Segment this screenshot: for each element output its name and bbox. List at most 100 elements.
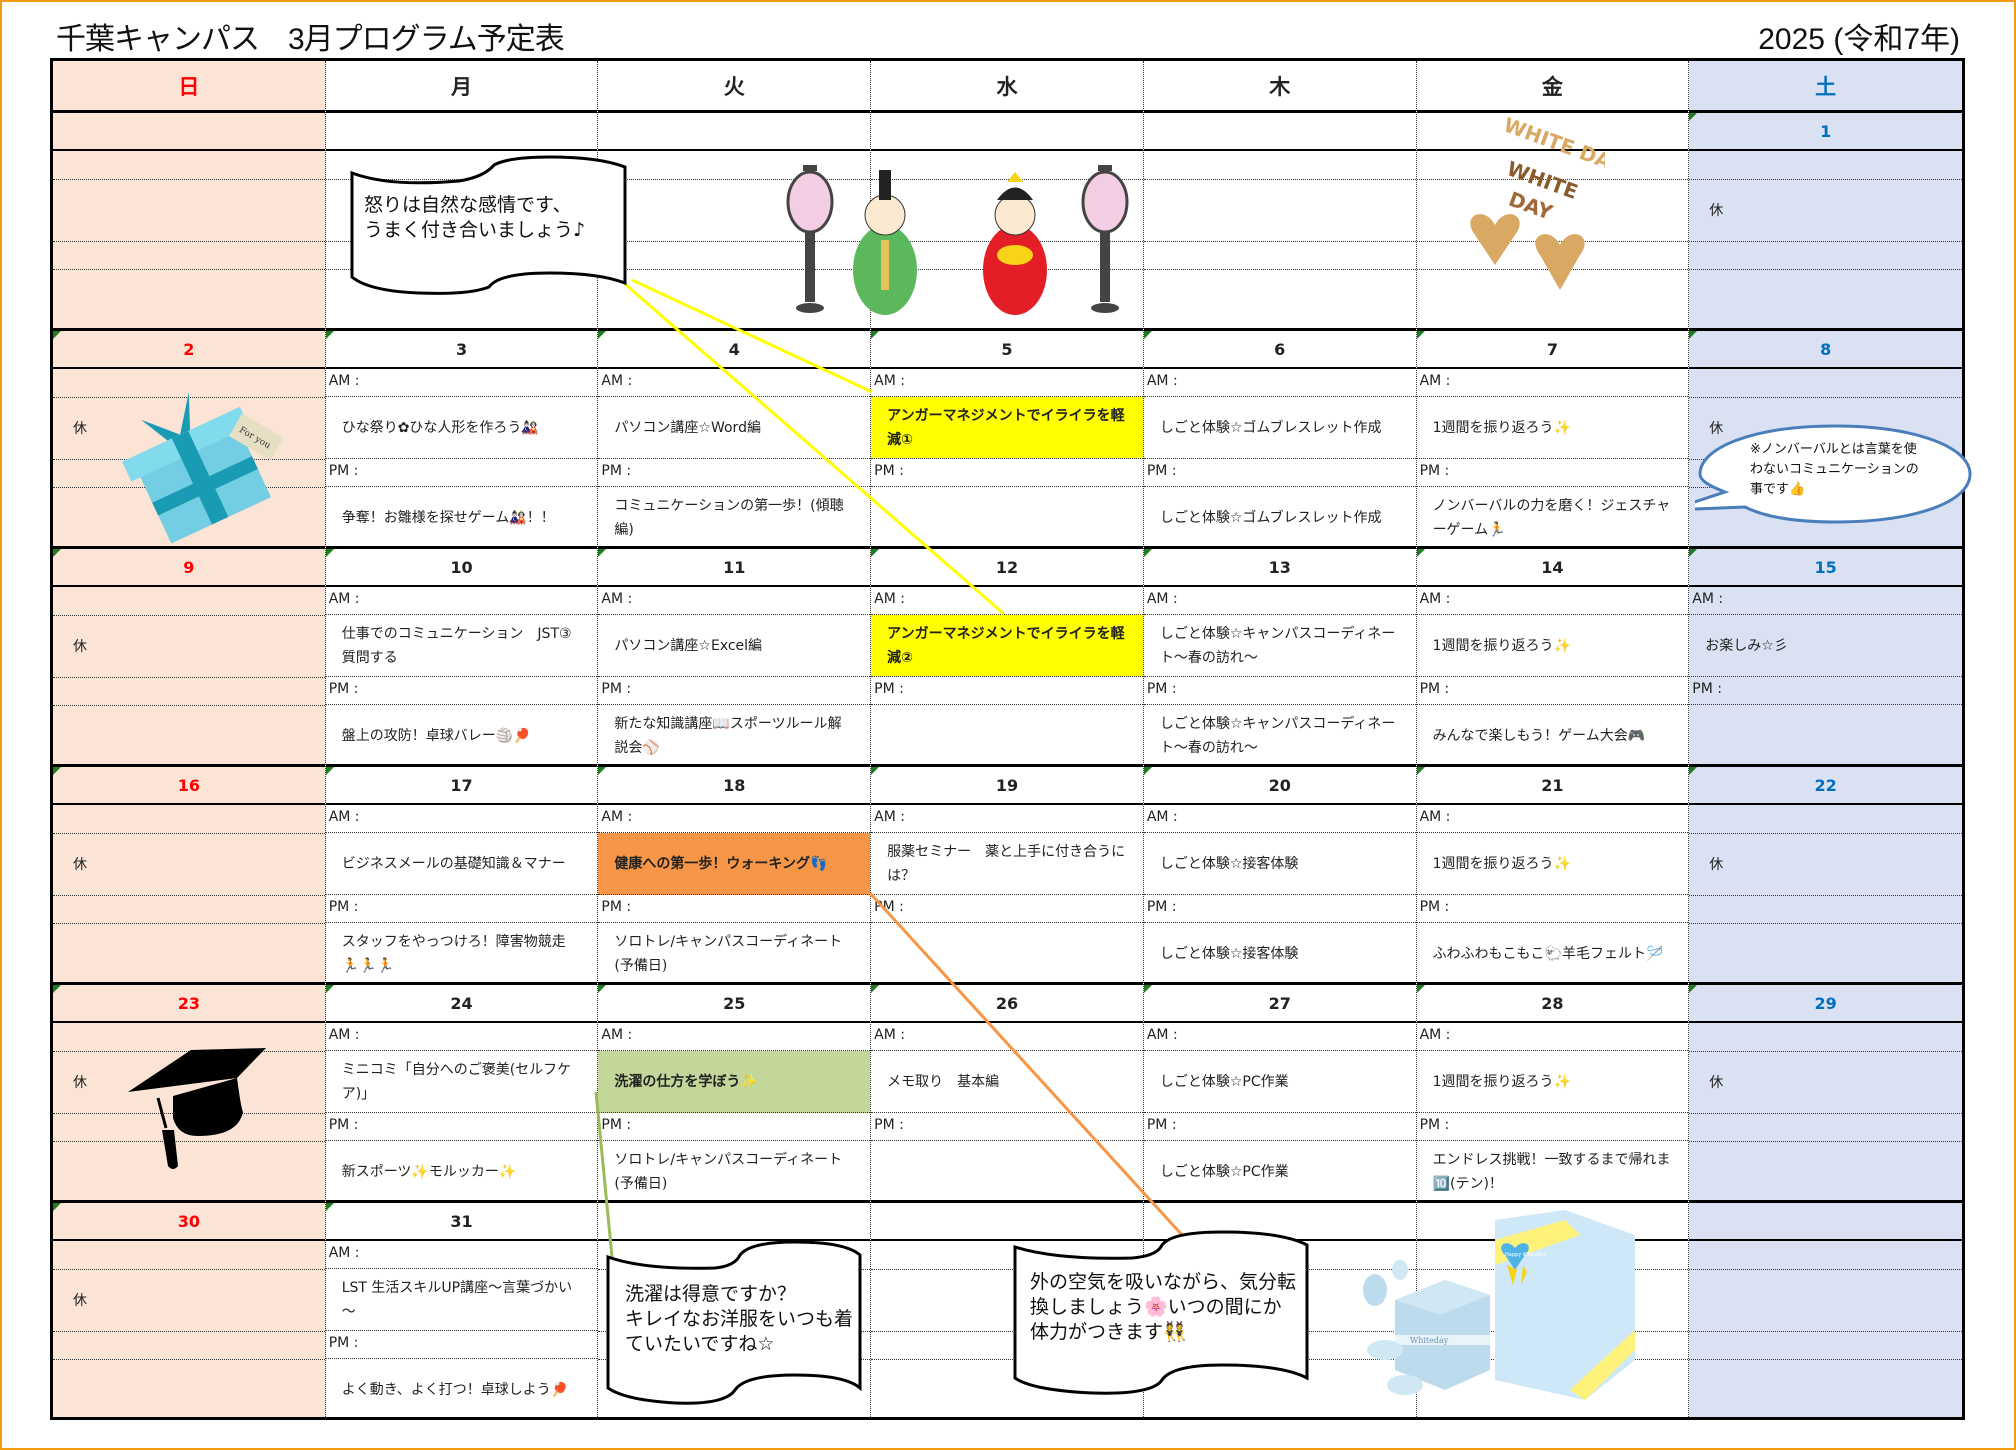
am-program[interactable]: 服薬セミナー 薬と上手に付き合うには？	[871, 833, 1143, 895]
callout-anger-text: 怒りは自然な感情です、 うまく付き合いましょう♪	[364, 194, 586, 241]
pm-program[interactable]: ノンバーバルの力を磨く！ジェスチャーゲーム🏃	[1432, 498, 1671, 538]
am-label: AM :	[871, 587, 1143, 615]
am-program[interactable]: アンガーマネジメントでイライラを軽減①	[871, 397, 1143, 459]
day-cell[interactable]	[598, 113, 871, 331]
am-program[interactable]: 1週間を振り返ろう✨	[1416, 397, 1689, 459]
day-cell[interactable]	[53, 113, 325, 331]
am-program[interactable]: パソコン講座☆Word編	[598, 397, 871, 459]
day-cell[interactable]	[1143, 113, 1416, 331]
date-number	[325, 113, 598, 151]
am-program[interactable]: 健康への第一歩！ウォーキング👣	[598, 833, 871, 895]
svg-text:Happy Whiteday: Happy Whiteday	[1505, 1252, 1546, 1258]
row-divider	[598, 269, 871, 270]
am-program[interactable]: ひな祭り✿ひな人形を作ろう🎎	[325, 397, 598, 459]
date-number: 31	[325, 1203, 598, 1241]
row-divider	[871, 179, 1143, 180]
am-program[interactable]: 1週間を振り返ろう✨	[1416, 1051, 1689, 1113]
am-program[interactable]: LST 生活スキルUP講座～言葉づかい～	[325, 1269, 598, 1331]
am-program[interactable]: しごと体験☆PC作業	[1143, 1051, 1416, 1113]
weekday-header: 水	[871, 61, 1143, 113]
am-program[interactable]: パソコン講座☆Excel編	[598, 615, 871, 677]
pm-program[interactable]: みんなで楽しもう！ゲーム大会🎮	[1432, 728, 1646, 744]
row-divider	[53, 1141, 325, 1142]
am-program[interactable]: 仕事でのコミュニケーション JST③質問する	[325, 615, 598, 677]
connector-walking-18	[868, 891, 1185, 1238]
pm-program[interactable]: スタッフをやっつけろ！障害物競走🏃🏃🏃	[341, 934, 566, 974]
pm-program[interactable]: 争奪！お雛様を探せゲーム🎎！！	[341, 510, 555, 526]
pm-program[interactable]: 新たな知識講座📖スポーツルール解説会⚾	[614, 716, 842, 756]
row-divider	[53, 241, 325, 242]
comment-marker-icon	[1143, 985, 1152, 993]
pm-program[interactable]: しごと体験☆接客体験	[1159, 946, 1299, 962]
pm-label: PM :	[1416, 1113, 1689, 1141]
row-divider	[53, 833, 325, 834]
pm-program[interactable]: エンドレス挑戦！一致するまで帰れま🔟(テン)！	[1432, 1152, 1671, 1192]
pm-program[interactable]: しごと体験☆PC作業	[1159, 1164, 1289, 1180]
pm-program[interactable]: コミュニケーションの第一歩！(傾聴編)	[614, 498, 844, 538]
hina-dolls-illustration	[775, 160, 1135, 320]
pm-program[interactable]: ふわふわもこもこ🐑羊毛フェルト🪡	[1432, 946, 1664, 962]
callout-laundry: 洗濯は得意ですか？ キレイなお洋服をいつも着ていたいですね☆	[605, 1240, 865, 1405]
am-program[interactable]: しごと体験☆キャンパスコーディネート～春の訪れ～	[1143, 615, 1416, 677]
pm-program[interactable]: ソロトレ/キャンパスコーディネート(予備日)	[614, 934, 843, 974]
holiday-label: 休	[1709, 421, 1724, 437]
am-program[interactable]: ミニコミ「自分へのご褒美(セルフケア)」	[325, 1051, 598, 1113]
pm-program[interactable]: しごと体験☆キャンパスコーディネート～春の訪れ～	[1159, 716, 1396, 756]
am-program[interactable]: お楽しみ☆彡	[1689, 615, 1962, 677]
pm-program[interactable]: ソロトレ/キャンパスコーディネート(予備日)	[614, 1152, 843, 1192]
pm-program[interactable]: しごと体験☆ゴムブレスレット作成	[1159, 510, 1382, 526]
am-program[interactable]: 1週間を振り返ろう✨	[1416, 615, 1689, 677]
day-cell[interactable]	[1689, 1203, 1962, 1417]
comment-marker-icon	[325, 549, 334, 557]
connector-laundry-25	[594, 1091, 614, 1258]
day-cell[interactable]	[871, 1203, 1143, 1417]
am-program[interactable]: ビジネスメールの基礎知識＆マナー	[325, 833, 598, 895]
connector-anger-5	[631, 278, 873, 394]
date-number: 2	[53, 331, 325, 369]
row-divider	[1689, 1269, 1962, 1270]
am-program[interactable]: 洗濯の仕方を学ぼう✨	[598, 1051, 871, 1113]
pm-program[interactable]: よく動き、よく打つ！卓球しよう🏓	[341, 1382, 569, 1398]
am-program[interactable]: しごと体験☆接客体験	[1143, 833, 1416, 895]
am-program[interactable]: 1週間を振り返ろう✨	[1416, 833, 1689, 895]
comment-marker-icon	[1143, 767, 1152, 775]
am-program[interactable]: アンガーマネジメントでイライラを軽減②	[871, 615, 1143, 677]
am-label: AM :	[598, 369, 871, 397]
pm-program[interactable]: 盤上の攻防！卓球バレー🏐🏓	[341, 728, 531, 744]
am-program[interactable]: しごと体験☆ゴムブレスレット作成	[1143, 397, 1416, 459]
pm-program[interactable]: 新スポーツ✨モルッカー✨	[341, 1164, 517, 1180]
row-divider	[1143, 241, 1416, 242]
row-divider	[53, 615, 325, 616]
am-label: AM :	[1416, 1023, 1689, 1051]
am-program[interactable]: メモ取り 基本編	[871, 1051, 1143, 1113]
